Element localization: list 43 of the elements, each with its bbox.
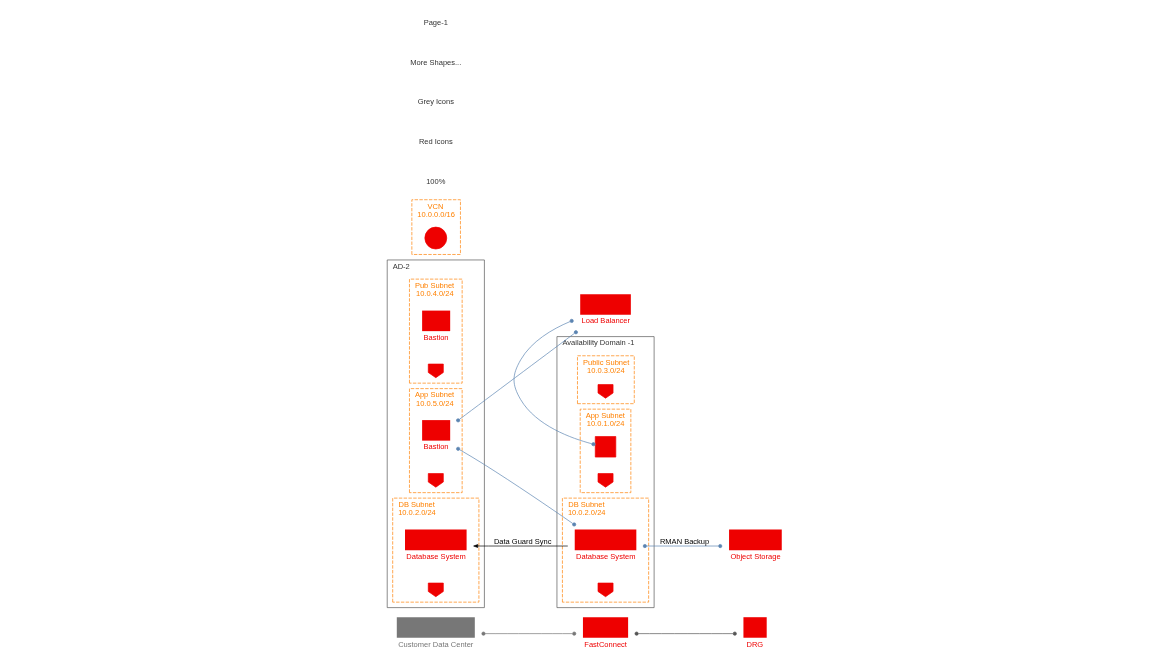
node-label: Load Balancer xyxy=(581,316,631,326)
node-box xyxy=(422,310,451,332)
node-box xyxy=(574,529,637,551)
edge-label: RMAN Backup xyxy=(659,536,710,546)
node-label: Database System xyxy=(406,551,466,561)
node-label: Object Storage xyxy=(730,551,781,561)
node-label: Customer Data Center xyxy=(398,639,474,649)
node-box xyxy=(582,617,629,638)
label: 100% xyxy=(426,176,446,186)
node-circle xyxy=(424,226,448,250)
connector xyxy=(513,318,596,447)
node-label: Database System xyxy=(576,551,636,561)
connector xyxy=(456,330,578,423)
node-label: Bastion xyxy=(423,332,449,342)
node-shield xyxy=(597,384,614,399)
label: Red Icons xyxy=(418,137,453,147)
node-label: Bastion xyxy=(423,442,449,452)
node-label: FastConnect xyxy=(584,639,627,649)
node-shield xyxy=(427,363,444,378)
node-box xyxy=(405,529,467,551)
node-box xyxy=(743,617,767,638)
connector xyxy=(634,631,737,636)
cluster: Public Subnet 10.0.3.0/24 xyxy=(577,355,635,404)
node-label: DRG xyxy=(746,639,764,649)
node-shield xyxy=(597,582,614,597)
node-box xyxy=(729,529,782,551)
label: Grey Icons xyxy=(417,97,454,107)
node-box xyxy=(594,436,617,458)
arrow xyxy=(473,544,569,548)
node-shield xyxy=(427,473,444,488)
cluster: App Subnet 10.0.1.0/24 xyxy=(579,408,632,493)
connector xyxy=(456,446,577,527)
connector xyxy=(642,544,723,548)
node-shield xyxy=(427,582,444,597)
cluster: VCN 10.0.0.0/16 xyxy=(411,199,461,255)
label: More Shapes... xyxy=(410,57,462,67)
edge-label: Data Guard Sync xyxy=(493,536,552,546)
node-box xyxy=(422,420,451,441)
node-box xyxy=(580,294,631,315)
label: Page-1 xyxy=(423,18,448,28)
connector xyxy=(481,631,577,636)
node-shield xyxy=(597,473,614,488)
node-box xyxy=(396,617,475,638)
